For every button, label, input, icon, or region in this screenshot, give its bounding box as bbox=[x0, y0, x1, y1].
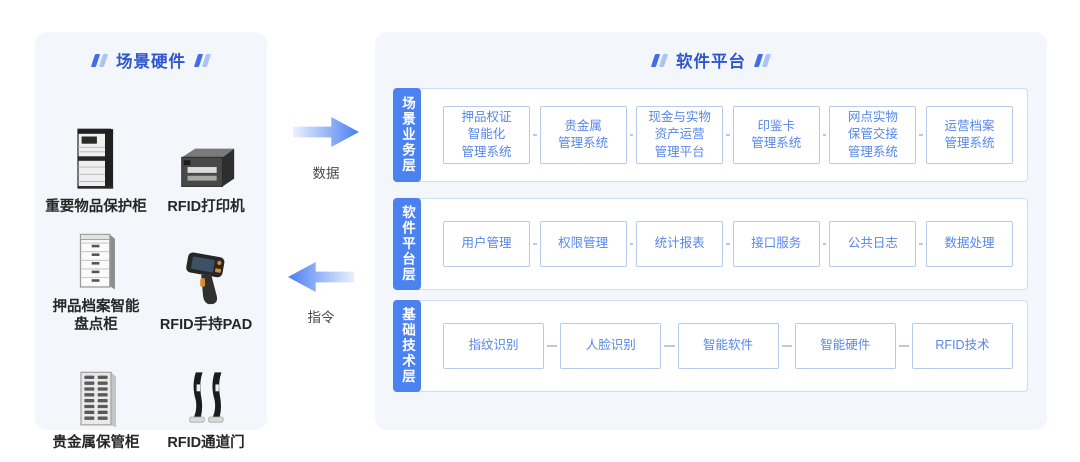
dashed-connector bbox=[533, 243, 537, 245]
system-box: 网点实物 保管交接 管理系统 bbox=[829, 106, 917, 164]
dashed-connector bbox=[919, 134, 923, 136]
system-box: RFID技术 bbox=[912, 323, 1013, 369]
layer-container: 押品权证 智能化 管理系统 贵金属 管理系统 现金与实物 资产运营 管理平台 印… bbox=[407, 88, 1028, 182]
system-box: 权限管理 bbox=[539, 221, 627, 267]
dashed-connector bbox=[781, 345, 792, 347]
system-box: 人脸识别 bbox=[560, 323, 662, 369]
dashed-connector bbox=[629, 134, 634, 136]
dashed-connector bbox=[629, 243, 634, 245]
dashed-connector bbox=[822, 243, 827, 245]
scene-hardware-header: 场景硬件 bbox=[35, 32, 267, 72]
rfid-printer-icon bbox=[172, 121, 240, 193]
scene-hardware-panel: 场景硬件 重要物品保护柜 bbox=[35, 32, 267, 451]
software-platform-panel: 软件平台 场景业务层 押品权证 智能化 管理系统 贵金属 管理系统 现金与实物 … bbox=[375, 32, 1047, 430]
system-box: 贵金属 管理系统 bbox=[539, 106, 627, 164]
slash-decoration-icon bbox=[650, 53, 669, 67]
system-box: 指纹识别 bbox=[443, 323, 544, 369]
dashed-connector bbox=[898, 345, 909, 347]
slash-decoration-icon bbox=[753, 53, 772, 67]
device-label: RFID手持PAD bbox=[159, 316, 253, 333]
slash-decoration-icon bbox=[193, 53, 212, 67]
device-item: RFID打印机 bbox=[151, 98, 261, 216]
inventory-cabinet-icon bbox=[70, 221, 122, 293]
layer-container: 指纹识别 人脸识别 智能软件 智能硬件 RFID技术 bbox=[407, 300, 1028, 392]
rfid-gate-icon bbox=[176, 357, 236, 429]
command-flow-label: 指令 bbox=[307, 310, 335, 325]
layer-label: 软件平台层 bbox=[393, 198, 421, 290]
dashed-connector bbox=[822, 134, 827, 136]
software-platform-header: 软件平台 bbox=[375, 32, 1047, 72]
device-label: 贵金属保管柜 bbox=[52, 434, 140, 451]
device-grid: 重要物品保护柜 RFID打印机 bbox=[35, 84, 267, 451]
layer-software-platform: 软件平台层 用户管理 权限管理 统计报表 接口服务 公共日志 数据处理 bbox=[375, 198, 1047, 290]
dashed-connector bbox=[533, 134, 537, 136]
layer-scene-business: 场景业务层 押品权证 智能化 管理系统 贵金属 管理系统 现金与实物 资产运营 … bbox=[375, 88, 1047, 182]
device-item: 押品档案智能 盘点柜 bbox=[41, 216, 151, 334]
rfid-handheld-pad-icon bbox=[177, 239, 235, 311]
device-item: 重要物品保护柜 bbox=[41, 98, 151, 216]
system-box: 押品权证 智能化 管理系统 bbox=[443, 106, 530, 164]
dashed-connector bbox=[726, 243, 730, 245]
software-platform-title: 软件平台 bbox=[676, 53, 746, 71]
data-flow-arrow-icon bbox=[293, 117, 359, 147]
data-flow-label: 数据 bbox=[312, 166, 340, 181]
system-box: 印鉴卡 管理系统 bbox=[732, 106, 820, 164]
dashed-connector bbox=[664, 345, 675, 347]
dashed-connector bbox=[547, 345, 558, 347]
dashed-connector bbox=[919, 243, 923, 245]
layer-base-technology: 基础技术层 指纹识别 人脸识别 智能软件 智能硬件 RFID技术 bbox=[375, 300, 1047, 392]
scene-hardware-title: 场景硬件 bbox=[116, 53, 186, 71]
device-label: 重要物品保护柜 bbox=[45, 198, 147, 215]
system-box: 用户管理 bbox=[443, 221, 530, 267]
slash-decoration-icon bbox=[90, 53, 109, 67]
system-box: 智能硬件 bbox=[794, 323, 896, 369]
layer-label: 基础技术层 bbox=[393, 300, 421, 392]
precious-metal-cabinet-icon bbox=[70, 357, 122, 429]
system-box: 数据处理 bbox=[925, 221, 1013, 267]
layer-container: 用户管理 权限管理 统计报表 接口服务 公共日志 数据处理 bbox=[407, 198, 1028, 290]
device-label: RFID打印机 bbox=[167, 198, 245, 215]
device-label: 押品档案智能 盘点柜 bbox=[52, 298, 140, 333]
device-item: RFID通道门 bbox=[151, 334, 261, 452]
system-box: 公共日志 bbox=[829, 221, 917, 267]
protection-cabinet-icon bbox=[69, 121, 123, 193]
command-flow-arrow-icon bbox=[288, 262, 354, 292]
device-item: 贵金属保管柜 bbox=[41, 334, 151, 452]
device-item: RFID手持PAD bbox=[151, 216, 261, 334]
system-box: 接口服务 bbox=[732, 221, 820, 267]
system-box: 运营档案 管理系统 bbox=[925, 106, 1013, 164]
system-box: 现金与实物 资产运营 管理平台 bbox=[636, 106, 724, 164]
system-box: 智能软件 bbox=[677, 323, 779, 369]
layer-label: 场景业务层 bbox=[393, 88, 421, 182]
dashed-connector bbox=[726, 134, 730, 136]
system-box: 统计报表 bbox=[636, 221, 724, 267]
device-label: RFID通道门 bbox=[167, 434, 245, 451]
